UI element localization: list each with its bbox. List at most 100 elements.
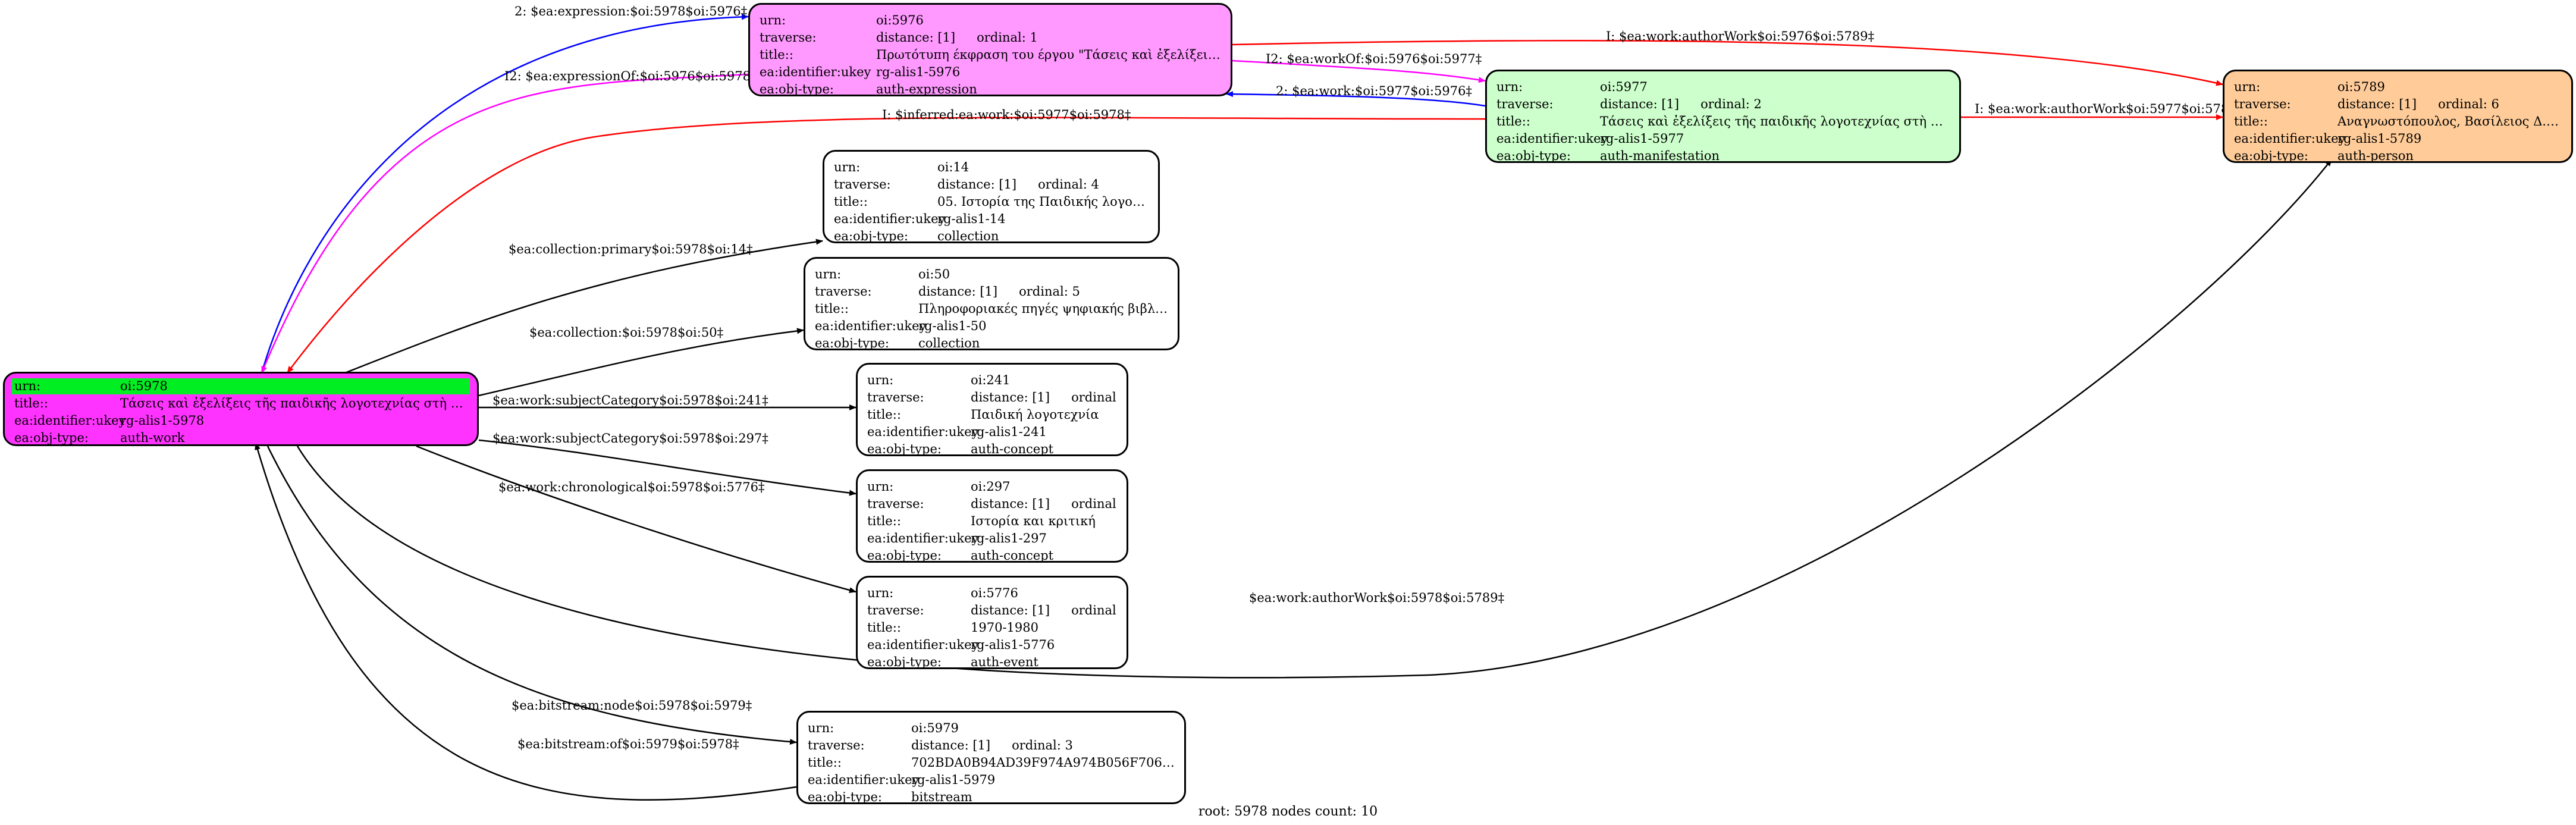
edge-bitstream-node-5978-5979	[266, 446, 797, 745]
node-oi-5976[interactable]: urn: oi:5976 traverse: distance: [1] ordi…	[748, 3, 1232, 96]
distance-value: distance: [1]	[876, 30, 956, 45]
traverse-key: traverse:	[2234, 97, 2291, 111]
urn-value: oi:5776	[971, 586, 1018, 600]
objtype-value: auth-manifestation	[1600, 149, 1720, 163]
traverse-key: traverse:	[760, 30, 817, 45]
ukey-key: ea:identifier:ukey	[815, 319, 927, 333]
objtype-key: ea:obj-type:	[1496, 149, 1571, 163]
ukey-value: rg-alis1-5977	[1600, 131, 1684, 146]
edge-expression-5978-5976	[261, 14, 749, 374]
traverse-key: traverse:	[815, 284, 872, 299]
ukey-key: ea:identifier:ukey	[14, 413, 126, 428]
traverse-key: traverse:	[808, 738, 865, 752]
ukey-value: rg-alis1-5978	[120, 413, 205, 428]
traverse-key: traverse:	[867, 603, 924, 617]
urn-value: oi:5977	[1600, 80, 1648, 94]
ukey-key: ea:identifier:ukey	[760, 65, 871, 79]
objtype-value: auth-person	[2337, 149, 2414, 163]
node-oi-14[interactable]: urn: oi:14 traverse: distance: [1]ordina…	[823, 150, 1160, 243]
urn-value: oi:5978	[120, 379, 168, 393]
distance-value: distance: [1]	[937, 177, 1017, 192]
distance-value: distance: [1]	[1600, 97, 1680, 111]
objtype-key: ea:obj-type:	[14, 431, 89, 445]
title-value: Ιστορία και κριτική	[971, 514, 1096, 528]
urn-key: urn:	[867, 586, 894, 600]
urn-key: urn:	[808, 721, 834, 735]
node-oi-5977[interactable]: urn: oi:5977 traverse: distance: [1]ordi…	[1485, 70, 1961, 163]
urn-key: urn:	[867, 479, 894, 494]
edge-expressionof-5976-5978	[261, 73, 749, 374]
ukey-key: ea:identifier:ukey	[1496, 131, 1608, 146]
edge-label: I: $inferred:ea:work:$oi:5977$oi:5978‡	[882, 108, 1131, 122]
objtype-value: collection	[918, 336, 980, 350]
title-value: Τάσεις καὶ ἐξελίξεις τῆς παιδικῆς λογοτε…	[120, 396, 467, 410]
urn-highlight	[12, 378, 470, 394]
urn-value: oi:5976	[876, 13, 924, 27]
edge-collection-primary-5978-14	[344, 239, 823, 374]
ordinal-value: ordinal: 5	[1019, 284, 1080, 299]
objtype-key: ea:obj-type:	[867, 442, 942, 456]
title-key: title::	[2234, 114, 2268, 128]
ukey-key: ea:identifier:ukey	[2234, 131, 2346, 146]
ukey-value: rg-alis1-5979	[911, 773, 996, 787]
objtype-value: bitstream	[911, 790, 972, 804]
urn-key: urn:	[1496, 80, 1523, 94]
ukey-key: ea:identifier:ukey	[867, 531, 979, 545]
title-key: title::	[760, 48, 793, 62]
edge-label: $ea:bitstream:of$oi:5979$oi:5978‡	[517, 737, 739, 751]
node-oi-297[interactable]: urn: oi:297 traverse: distance: [1]ordin…	[856, 469, 1128, 563]
objtype-value: auth-concept	[971, 548, 1054, 563]
objtype-key: ea:obj-type:	[834, 229, 908, 243]
urn-key: urn:	[815, 267, 842, 281]
title-value: Τάσεις καὶ ἐξελίξεις τῆς παιδικῆς λογοτε…	[1600, 114, 1950, 128]
node-oi-5789[interactable]: urn: oi:5789 traverse: distance: [1]ordi…	[2223, 70, 2573, 163]
title-value: 05. Ιστορία της Παιδικής λογοτεχνίας	[937, 195, 1149, 209]
distance-value: distance: [1]	[2337, 97, 2417, 111]
edge-work-5977-5976	[1226, 91, 1486, 107]
title-key: title::	[808, 755, 842, 770]
ukey-value: rg-alis1-241	[971, 425, 1047, 439]
node-oi-241[interactable]: urn: oi:241 traverse: distance: [1]ordin…	[856, 363, 1128, 456]
ukey-value: rg-alis1-5976	[876, 65, 961, 79]
edge-label: 2: $ea:work:$oi:5977$oi:5976‡	[1276, 84, 1472, 98]
ordinal-value: ordinal: 2	[1700, 97, 1762, 111]
urn-key: urn:	[760, 13, 786, 27]
ukey-key: ea:identifier:ukey	[808, 773, 920, 787]
ukey-key: ea:identifier:ukey	[834, 212, 946, 226]
urn-key: urn:	[834, 160, 861, 174]
objtype-value: auth-concept	[971, 442, 1054, 456]
ordinal-value: ordinal: 8	[1071, 390, 1117, 404]
ukey-value: rg-alis1-297	[971, 531, 1047, 545]
edge-label: $ea:work:authorWork$oi:5978$oi:5789‡	[1249, 591, 1504, 605]
objtype-value: auth-expression	[876, 82, 977, 96]
node-oi-5776[interactable]: urn: oi:5776 traverse: distance: [1]ordi…	[856, 576, 1128, 669]
distance-value: distance: [1]	[971, 497, 1050, 511]
edge-label: I2: $ea:workOf:$oi:5976$oi:5977‡	[1266, 52, 1482, 66]
urn-key: urn:	[867, 373, 894, 387]
objtype-key: ea:obj-type:	[867, 655, 942, 669]
distance-value: distance: [1]	[911, 738, 991, 752]
objtype-value: auth-work	[120, 431, 185, 445]
node-oi-5979[interactable]: urn: oi:5979 traverse: distance: [1]ordi…	[796, 711, 1186, 804]
title-key: title::	[867, 514, 901, 528]
title-key: title::	[14, 396, 48, 410]
title-value: Παιδική λογοτεχνία	[971, 407, 1099, 422]
urn-key: urn:	[14, 379, 41, 393]
ukey-value: rg-alis1-5776	[971, 638, 1055, 652]
edge-workof-5976-5977	[1232, 59, 1486, 83]
distance-value: distance: [1]	[971, 603, 1050, 617]
urn-value: oi:50	[918, 267, 950, 281]
node-oi-5978[interactable]: urn: oi:5978 title:: Τάσεις καὶ ἐξελίξει…	[3, 372, 479, 446]
title-value: Πληροφοριακές πηγές ψηφιακής βιβλιοθήκης	[918, 302, 1168, 316]
title-key: title::	[867, 620, 901, 635]
title-value: Αναγνωστόπουλος, Βασίλειος Δ. (1941-)	[2337, 114, 2562, 128]
node-oi-50[interactable]: urn: oi:50 traverse: distance: [1]ordina…	[804, 257, 1179, 350]
edge-bitstream-of-5979-5978	[255, 443, 797, 801]
title-key: title::	[815, 302, 849, 316]
ordinal-value: ordinal: 1	[977, 30, 1038, 45]
objtype-key: ea:obj-type:	[815, 336, 889, 350]
ukey-value: rg-alis1-14	[937, 212, 1006, 226]
distance-value: distance: [1]	[971, 390, 1050, 404]
objtype-value: auth-event	[971, 655, 1038, 669]
edge-label: $ea:collection:primary$oi:5978$oi:14‡	[509, 242, 753, 256]
